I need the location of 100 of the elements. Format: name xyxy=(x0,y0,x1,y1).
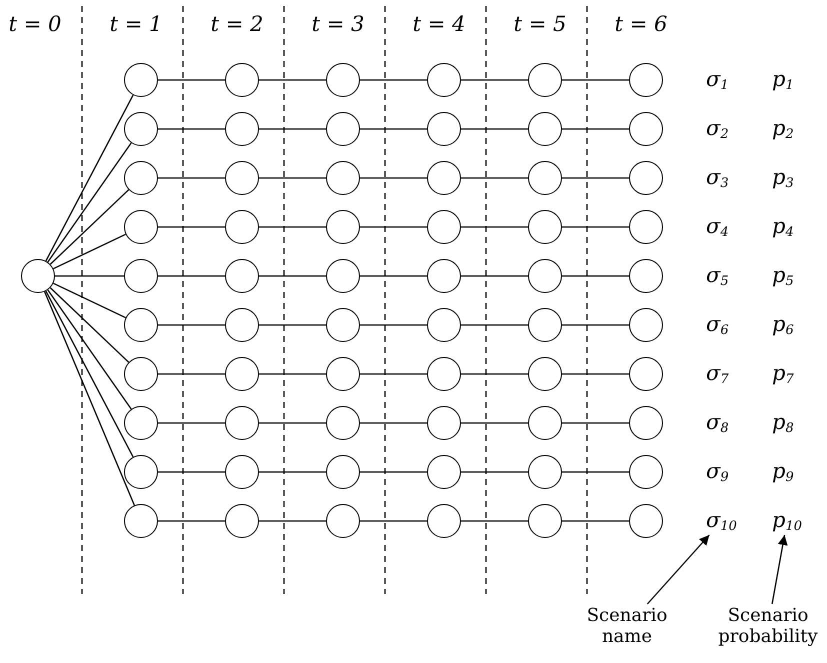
probability-label: p$_{2}$ xyxy=(772,118,794,141)
state-circle xyxy=(326,308,360,342)
state-circle xyxy=(427,161,461,195)
callout-text: Scenario name xyxy=(572,606,682,648)
state-circle xyxy=(528,259,562,293)
state-circle xyxy=(427,357,461,391)
connector-line xyxy=(259,422,326,424)
state-circle xyxy=(21,259,55,293)
connector-line xyxy=(360,520,427,522)
connector-line xyxy=(562,373,629,375)
connector-line xyxy=(562,324,629,326)
state-circle xyxy=(124,504,158,538)
connector-line xyxy=(360,422,427,424)
connector-line xyxy=(259,79,326,81)
state-circle xyxy=(528,504,562,538)
callout-text: Scenario probability xyxy=(712,606,824,648)
connector-line xyxy=(461,128,528,130)
connector-line xyxy=(461,324,528,326)
probability-label: p$_{5}$ xyxy=(772,265,794,288)
state-circle xyxy=(225,161,259,195)
connector-line xyxy=(47,290,132,410)
time-label: t = 1 xyxy=(110,14,162,35)
scenario-label: σ$_{6}$ xyxy=(706,314,729,337)
connector-line xyxy=(461,373,528,375)
state-circle xyxy=(629,357,663,391)
state-circle xyxy=(124,455,158,489)
scenario-label: σ$_{10}$ xyxy=(706,510,737,533)
state-circle xyxy=(124,308,158,342)
state-circle xyxy=(427,259,461,293)
connector-line xyxy=(53,234,126,270)
state-circle xyxy=(528,357,562,391)
connector-line xyxy=(562,177,629,179)
connector-line xyxy=(461,422,528,424)
connector-line xyxy=(461,520,528,522)
state-circle xyxy=(629,308,663,342)
connector-line xyxy=(461,79,528,81)
connector-line xyxy=(562,226,629,228)
connector-line xyxy=(461,226,528,228)
state-circle xyxy=(326,112,360,146)
state-circle xyxy=(629,63,663,97)
state-circle xyxy=(225,308,259,342)
connector-line xyxy=(158,422,225,424)
scenario-label: σ$_{4}$ xyxy=(706,216,729,239)
connector-line xyxy=(360,471,427,473)
state-circle xyxy=(528,308,562,342)
connector-line xyxy=(158,520,225,522)
connector-line xyxy=(259,520,326,522)
connector-line xyxy=(461,177,528,179)
state-circle xyxy=(124,112,158,146)
state-circle xyxy=(528,161,562,195)
scenario-label: σ$_{1}$ xyxy=(706,69,729,92)
connector-line xyxy=(55,275,124,277)
state-circle xyxy=(629,259,663,293)
connector-line xyxy=(259,128,326,130)
state-circle xyxy=(528,63,562,97)
connector-line xyxy=(47,142,132,262)
connector-line xyxy=(158,177,225,179)
state-circle xyxy=(528,112,562,146)
state-circle xyxy=(427,308,461,342)
state-circle xyxy=(326,504,360,538)
state-circle xyxy=(528,406,562,440)
connector-line xyxy=(562,471,629,473)
state-circle xyxy=(427,406,461,440)
probability-label: p$_{7}$ xyxy=(772,363,794,386)
connector-line xyxy=(360,226,427,228)
state-circle xyxy=(326,406,360,440)
connector-line xyxy=(259,471,326,473)
connector-line xyxy=(44,291,135,506)
connector-line xyxy=(360,275,427,277)
state-circle xyxy=(427,210,461,244)
connector-line xyxy=(158,79,225,81)
connector-line xyxy=(45,94,134,262)
connector-line xyxy=(45,290,134,458)
state-circle xyxy=(124,63,158,97)
state-circle xyxy=(629,455,663,489)
connector-line xyxy=(259,226,326,228)
connector-line xyxy=(461,275,528,277)
state-circle xyxy=(124,210,158,244)
connector-line xyxy=(562,275,629,277)
state-circle xyxy=(326,259,360,293)
probability-label: p$_{1}$ xyxy=(772,69,794,92)
connector-line xyxy=(461,471,528,473)
connector-line xyxy=(360,177,427,179)
state-circle xyxy=(124,259,158,293)
connector-line xyxy=(360,373,427,375)
state-circle xyxy=(326,210,360,244)
probability-label: p$_{9}$ xyxy=(772,461,794,484)
connector-line xyxy=(158,128,225,130)
time-label: t = 0 xyxy=(8,14,62,35)
connector-line xyxy=(562,422,629,424)
state-circle xyxy=(629,161,663,195)
probability-label: p$_{4}$ xyxy=(772,216,794,239)
state-circle xyxy=(629,406,663,440)
state-circle xyxy=(326,357,360,391)
scenario-label: σ$_{5}$ xyxy=(706,265,729,288)
scenario-label: p$_{10}$ xyxy=(772,510,802,533)
time-label: t = 6 xyxy=(614,14,668,35)
state-circle xyxy=(124,357,158,391)
scenario-label: σ$_{3}$ xyxy=(706,167,729,190)
state-circle xyxy=(427,112,461,146)
